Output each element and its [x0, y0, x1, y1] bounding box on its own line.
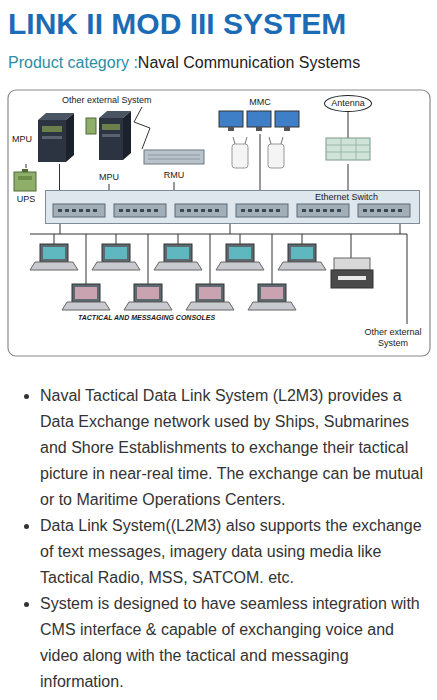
diagram-frame — [8, 90, 430, 356]
radio-link — [134, 107, 150, 149]
switch-units — [53, 204, 410, 217]
printer — [331, 258, 373, 288]
category-line: Product category :Naval Communication Sy… — [8, 52, 360, 74]
node-label: MMC — [248, 97, 272, 108]
network-link — [348, 164, 349, 190]
network-link — [26, 164, 27, 168]
node-label: RMU — [163, 170, 186, 181]
ups-unit: UPS — [10, 168, 42, 206]
antenna-tag: Antenna — [324, 95, 372, 112]
bullet-text: Data Link System((L2M3) also supports th… — [40, 513, 425, 591]
mmc-monitors — [219, 111, 299, 131]
antenna-unit — [326, 112, 370, 160]
mmc-group: MMC — [215, 96, 305, 134]
bullet-text: Naval Tactical Data Link System (L2M3) p… — [40, 383, 425, 513]
bullet-list: Naval Tactical Data Link System (L2M3) p… — [0, 383, 425, 695]
antenna-unit: Antenna — [318, 94, 378, 164]
mpu-cabinet — [86, 111, 131, 160]
lan-bus — [30, 224, 407, 324]
ethernet-switch-band: Ethernet Switch — [45, 190, 420, 224]
rmu-rack — [144, 150, 204, 164]
category-value: Naval Communication Systems — [138, 54, 360, 71]
ups-unit — [14, 169, 36, 191]
page-title: LINK II MOD III SYSTEM — [8, 6, 346, 42]
switch-band — [45, 190, 420, 224]
external-system-label: Other external System — [62, 95, 162, 106]
mpu-unit: MPU — [84, 108, 134, 184]
node-label: Ethernet Switch — [314, 192, 379, 203]
external-system-label: Other external System — [362, 327, 424, 349]
network-link — [59, 164, 60, 190]
bullet-text: System is designed to have seamless inte… — [40, 591, 425, 695]
category-key: Product category : — [8, 54, 138, 71]
console-caption: TACTICAL AND MESSAGING CONSOLES — [78, 313, 238, 322]
network-link — [260, 134, 261, 190]
access-point — [232, 137, 284, 168]
rmu-unit: RMU — [138, 146, 210, 182]
mpu-unit: MPU — [10, 114, 74, 164]
mpu-cabinet — [38, 113, 74, 162]
console-laptops — [30, 234, 326, 310]
node-label: MPU — [11, 134, 33, 145]
network-link — [174, 182, 175, 190]
node-label: UPS — [16, 194, 37, 205]
node-label: MPU — [98, 172, 120, 183]
